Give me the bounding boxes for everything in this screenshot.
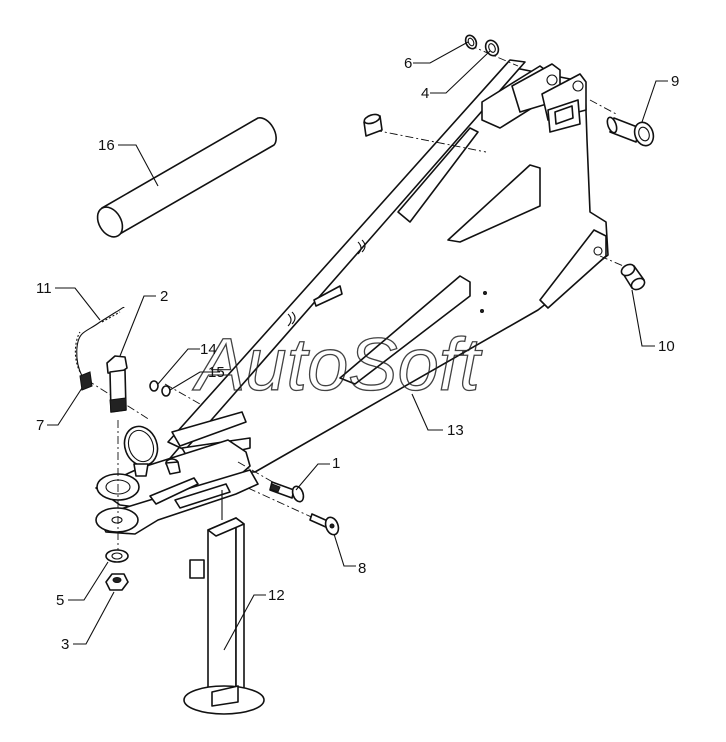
- part-4-6-washers: [464, 34, 500, 57]
- callout-4: 4: [421, 85, 429, 102]
- callout-leaders: [47, 41, 668, 651]
- part-9-pin: [606, 116, 655, 147]
- callout-11: 11: [36, 280, 52, 297]
- callout-16: 16: [98, 137, 115, 154]
- part-11-chain: [74, 306, 125, 377]
- callout-9: 9: [671, 73, 679, 90]
- callout-12: 12: [268, 587, 285, 604]
- callout-14: 14: [200, 341, 217, 358]
- callout-15: 15: [208, 364, 225, 381]
- part-5-3-washer-nut: [105, 549, 129, 591]
- part-10-bushing: [620, 263, 646, 291]
- callout-10: 10: [658, 338, 675, 355]
- callout-2: 2: [160, 288, 168, 305]
- callout-3: 3: [61, 636, 69, 653]
- callout-7: 7: [36, 417, 44, 434]
- part-2-bolt: [106, 355, 128, 413]
- callout-5: 5: [56, 592, 64, 609]
- part-1-bolt: [269, 481, 305, 503]
- callout-6: 6: [404, 55, 412, 72]
- part-8-pin: [309, 513, 340, 536]
- callout-labels: 16 11 2 6 4 9 10 13 14 15 7 1 8 12 5 3: [36, 55, 679, 653]
- callout-1: 1: [332, 455, 340, 472]
- part-14-15-nuts: [149, 380, 171, 397]
- part-7-clip: [79, 371, 93, 391]
- watermark-text: AutoSoft: [192, 323, 483, 406]
- part-13-drawbar-frame: [95, 59, 609, 535]
- callout-8: 8: [358, 560, 366, 577]
- callout-13: 13: [447, 422, 464, 439]
- bushing-top: [363, 113, 383, 137]
- ring: [123, 425, 159, 477]
- part-12-jack-stand: [183, 490, 265, 715]
- part-16-tube: [96, 117, 277, 238]
